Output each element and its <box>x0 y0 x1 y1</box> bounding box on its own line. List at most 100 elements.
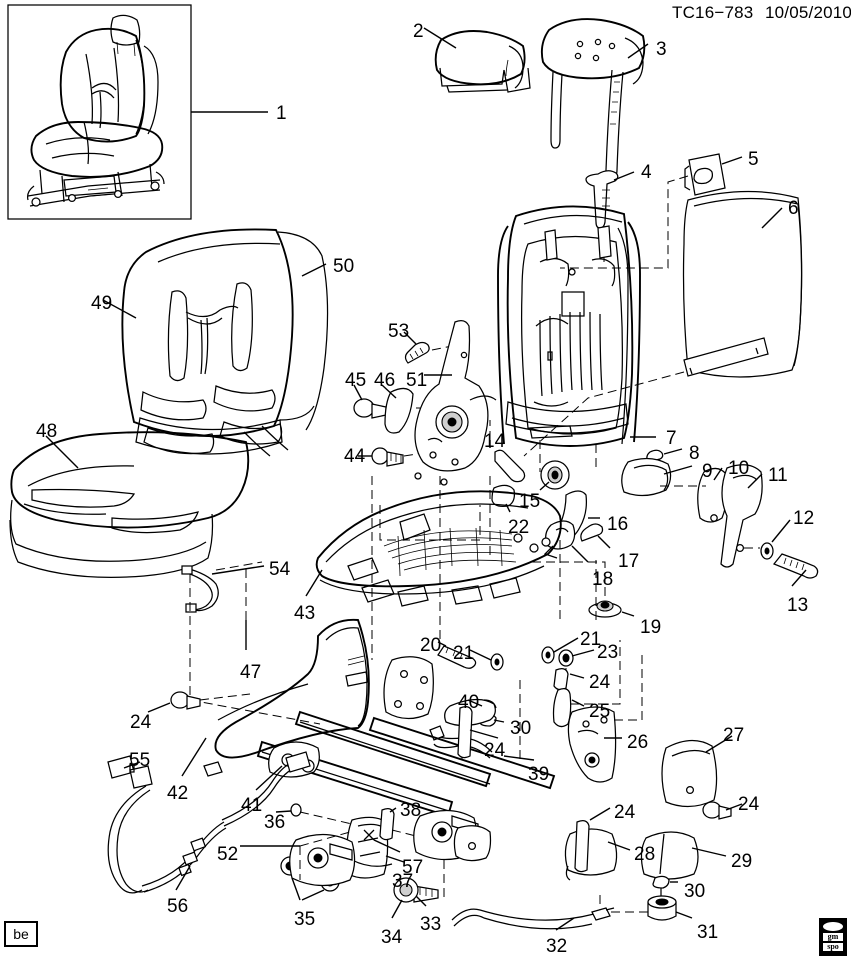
gm-spo-logo: gm spo <box>819 918 847 956</box>
callout-37-bracket: 37 <box>392 871 414 892</box>
callout-40-handle: 40 <box>458 692 480 713</box>
part-24-screw-b <box>147 691 251 713</box>
callout-50-back-cover: 50 <box>333 256 355 277</box>
callout-34-bushing: 34 <box>381 927 403 948</box>
callout-39-cable: 39 <box>528 764 550 785</box>
callout-24-screw-c: 24 <box>484 740 506 761</box>
part-17-screw <box>580 523 611 549</box>
callout-21-washer: 21 <box>453 643 475 664</box>
part-14-pin <box>489 420 526 560</box>
callout-30-pin-a: 30 <box>510 718 532 739</box>
logo-text-spo: spo <box>823 943 843 951</box>
callout-53-bolt: 53 <box>388 321 410 342</box>
part-49-50-back-cushion <box>102 228 329 457</box>
part-44-bolt <box>358 447 443 467</box>
part-18-latch <box>543 520 589 563</box>
callout-16-lever: 16 <box>607 514 629 535</box>
callout-8-screw: 8 <box>689 443 700 464</box>
part-38-pivot-bolt <box>379 807 441 843</box>
part-51-recliner-arm <box>379 320 497 541</box>
part-54-wire <box>181 561 265 613</box>
part-20-bolt <box>437 641 477 669</box>
callout-57-bracket: 57 <box>402 857 424 878</box>
callout-14-pin: 14 <box>484 431 506 452</box>
document-date: 10/05/2010 <box>765 3 851 22</box>
part-37-bracket <box>346 816 405 879</box>
part-46-handle-cover <box>381 384 414 434</box>
part-21-washer-b <box>541 637 579 664</box>
callout-27-side-shield: 27 <box>723 725 745 746</box>
callout-32-cable: 32 <box>546 936 568 957</box>
part-56-wire-harness <box>107 785 227 894</box>
callout-18-latch: 18 <box>592 569 614 590</box>
callout-22-clip: 22 <box>508 517 530 538</box>
part-12-washer <box>760 519 791 560</box>
callout-43-cushion-pan: 43 <box>294 603 316 624</box>
callout-38-pivot-bolt: 38 <box>400 800 422 821</box>
part-25-link <box>552 640 621 728</box>
callout-36-screw: 36 <box>264 812 286 833</box>
part-29-cover <box>640 831 727 880</box>
callout-47-trim-panel: 47 <box>240 662 262 683</box>
inset-seat-assembly <box>7 4 268 220</box>
callout-48-seat-cushion: 48 <box>36 421 58 442</box>
callout-45-bolt: 45 <box>345 370 367 391</box>
callout-15-bushing: 15 <box>519 491 541 512</box>
callout-31-nut: 31 <box>697 922 719 943</box>
callout-24-screw-d: 24 <box>614 802 636 823</box>
callout-9-cover: 9 <box>702 461 713 482</box>
document-id: TC16−783 <box>672 3 754 22</box>
corner-mark-be: be <box>4 921 38 947</box>
callout-6-back-panel: 6 <box>788 198 799 219</box>
callout-11-belt-buckle: 11 <box>768 465 788 486</box>
callout-7-frame-side: 7 <box>666 428 677 449</box>
part-48-seat-cushion <box>9 431 250 578</box>
part-11-belt-buckle <box>720 464 763 568</box>
part-31-nut <box>599 890 693 921</box>
callout-5-retainer-clip: 5 <box>748 149 759 170</box>
callout-12-washer: 12 <box>793 508 815 529</box>
part-52-harness <box>190 751 351 852</box>
callout-35-bushing: 35 <box>294 909 316 930</box>
part-55-connector <box>107 755 153 789</box>
callout-23-nut: 23 <box>597 642 619 663</box>
callout-28-cover: 28 <box>634 844 656 865</box>
part-26-bracket-plate <box>567 650 643 783</box>
part-34-bushing <box>391 877 419 919</box>
logo-ellipse <box>823 922 843 931</box>
part-43-cushion-pan <box>305 490 562 607</box>
part-27-side-shield <box>661 735 733 808</box>
part-7-seat-back-frame <box>497 205 656 472</box>
callout-30-pin-b: 30 <box>684 881 706 902</box>
part-24-screw-e <box>702 801 743 820</box>
part-45-bolt <box>353 384 420 419</box>
callout-3-head-restraint: 3 <box>656 39 667 60</box>
callout-21-washer-b: 21 <box>580 629 602 650</box>
callout-25-link: 25 <box>589 701 611 722</box>
part-21-washer-a <box>469 649 504 671</box>
part-2-head-restraint <box>423 27 531 93</box>
callout-56-wire-harness: 56 <box>167 896 189 917</box>
callout-24-screw-b: 24 <box>130 712 152 733</box>
part-24-screw-a <box>553 668 585 691</box>
callout-54-wire: 54 <box>269 559 291 580</box>
callout-29-cover: 29 <box>731 851 753 872</box>
callout-33-bolt: 33 <box>420 914 442 935</box>
callout-4-guide-sleeve: 4 <box>641 162 652 183</box>
part-13-bolt <box>772 553 819 587</box>
part-32-cable <box>451 907 615 931</box>
callout-49-back-cushion: 49 <box>91 293 113 314</box>
callout-51-recliner-arm: 51 <box>406 370 428 391</box>
callout-17-screw: 17 <box>618 551 640 572</box>
part-9-cover <box>621 457 693 497</box>
logo-text-gm: gm <box>823 933 843 941</box>
part-3-head-restraint <box>540 18 649 179</box>
callout-20-bolt: 20 <box>420 635 442 656</box>
callout-42-side-trim: 42 <box>167 783 189 804</box>
part-10-bracket <box>697 467 728 523</box>
connector-harness-mid <box>203 761 223 777</box>
callout-24-screw-e: 24 <box>738 794 760 815</box>
part-47-trim-panel <box>189 566 247 700</box>
part-36-screw <box>275 803 353 825</box>
